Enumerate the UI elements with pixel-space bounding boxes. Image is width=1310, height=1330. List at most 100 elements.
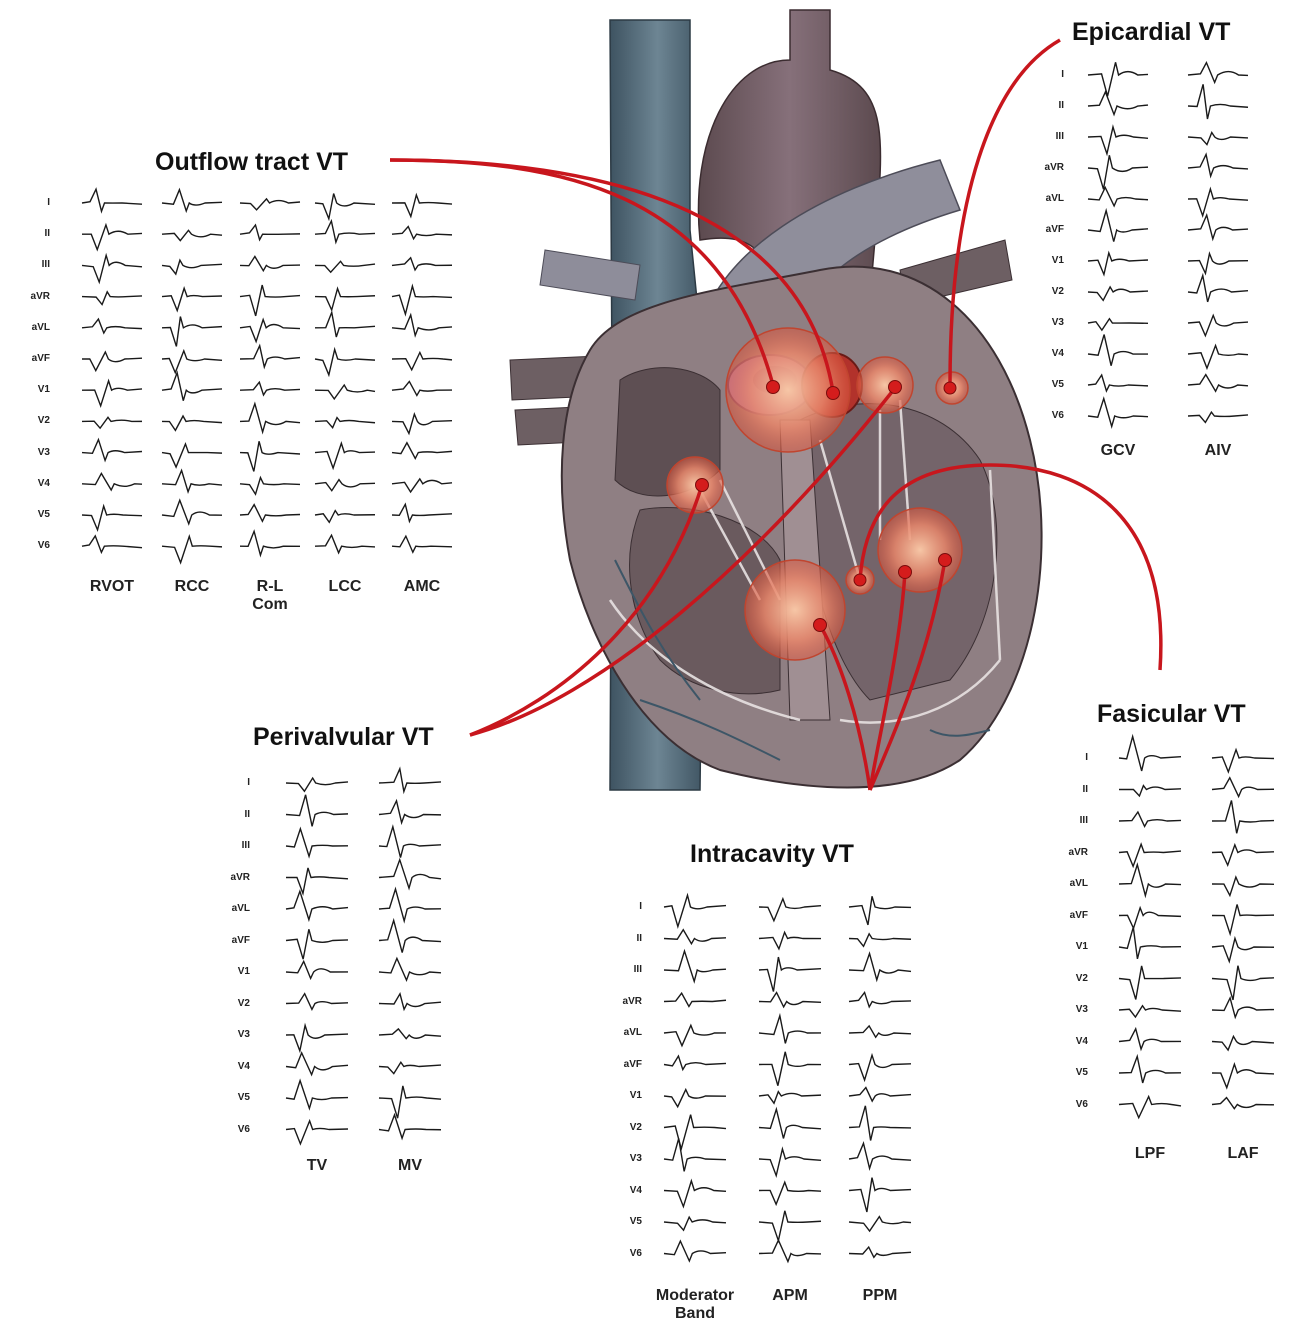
ecg-trace-outflow-3-II — [314, 218, 376, 245]
ecg-trace-outflow-0-V6 — [81, 534, 143, 555]
highlight-lcc — [856, 356, 914, 414]
lead-label-perivalvular-V5: V5 — [237, 1092, 250, 1103]
ecg-trace-perivalvular-1-III — [378, 824, 442, 858]
ecg-trace-epicardial-0-III — [1087, 124, 1149, 157]
lead-label-fasicular-V4: V4 — [1075, 1035, 1088, 1047]
lead-label-intracavity-aVL: aVL — [623, 1027, 642, 1038]
ecg-trace-outflow-2-aVF — [239, 343, 301, 370]
ecg-trace-outflow-0-V3 — [81, 437, 143, 463]
ecg-trace-perivalvular-0-aVR — [285, 867, 349, 897]
lead-label-outflow-V2: V2 — [37, 415, 50, 427]
ecg-trace-epicardial-0-aVF — [1087, 207, 1149, 242]
lead-label-outflow-V1: V1 — [37, 384, 50, 396]
lead-label-intracavity-V3: V3 — [629, 1153, 642, 1164]
ecg-trace-outflow-0-II — [81, 222, 143, 252]
lead-label-perivalvular-aVF: aVF — [231, 934, 250, 946]
ecg-trace-epicardial-1-V4 — [1187, 343, 1249, 371]
ecg-trace-perivalvular-1-V6 — [378, 1112, 442, 1141]
ecg-trace-fasicular-0-V4 — [1118, 1026, 1182, 1052]
lead-label-epicardial-aVR: aVR — [1044, 162, 1064, 173]
title-outflow: Outflow tract VT — [155, 148, 349, 176]
ecg-trace-intracavity-2-V1 — [848, 1086, 912, 1103]
ecg-trace-perivalvular-1-V1 — [378, 956, 442, 983]
ecg-trace-intracavity-2-V5 — [848, 1215, 912, 1233]
lead-label-perivalvular-V6: V6 — [237, 1123, 250, 1135]
lead-label-outflow-aVL: aVL — [31, 321, 50, 333]
ecg-trace-intracavity-0-V5 — [663, 1215, 727, 1232]
lead-label-fasicular-aVF: aVF — [1069, 909, 1088, 921]
ecg-trace-intracavity-1-III — [758, 956, 822, 992]
column-label-fasicular-0: LPF — [1134, 1145, 1166, 1162]
lead-label-fasicular-aVR: aVR — [1068, 846, 1088, 858]
ecg-trace-epicardial-0-V5 — [1087, 373, 1149, 393]
highlight-outflow — [725, 327, 851, 453]
ecg-trace-outflow-1-V4 — [161, 468, 223, 494]
column-label-outflow-2: R-L Com — [252, 578, 288, 613]
ecg-trace-intracavity-1-aVR — [758, 991, 822, 1009]
ecg-trace-outflow-0-III — [81, 252, 143, 285]
ecg-trace-fasicular-0-aVR — [1118, 842, 1182, 869]
ecg-trace-outflow-1-II — [161, 229, 223, 242]
lead-label-intracavity-II: II — [636, 932, 642, 944]
ecg-trace-outflow-4-III — [391, 256, 453, 272]
lead-label-perivalvular-V1: V1 — [237, 966, 250, 977]
ecg-trace-intracavity-2-aVL — [848, 1024, 912, 1039]
ecg-trace-perivalvular-0-II — [285, 794, 349, 827]
marker-apm — [813, 618, 827, 632]
ecg-trace-fasicular-1-aVL — [1211, 875, 1275, 898]
highlight-intracavity — [744, 559, 846, 661]
column-label-perivalvular-1: MV — [398, 1157, 422, 1174]
column-label-outflow-3: LCC — [328, 578, 362, 595]
ecg-trace-intracavity-2-V4 — [848, 1177, 912, 1213]
ecg-trace-intracavity-1-II — [758, 930, 822, 951]
ecg-trace-outflow-2-I — [239, 197, 301, 211]
ecg-trace-intracavity-0-V2 — [663, 1114, 727, 1152]
title-intracavity: Intracavity VT — [690, 840, 854, 868]
leader-epicardial — [948, 38, 1061, 386]
title-fasicular: Fasicular VT — [1097, 700, 1246, 728]
lead-label-outflow-V4: V4 — [37, 477, 50, 489]
lead-label-outflow-III: III — [41, 259, 50, 271]
ecg-trace-outflow-3-V2 — [314, 416, 376, 430]
ecg-trace-outflow-2-III — [239, 255, 301, 273]
ecg-trace-intracavity-0-II — [663, 928, 727, 946]
ecg-trace-fasicular-1-V5 — [1211, 1061, 1275, 1090]
ecg-trace-epicardial-1-III — [1187, 130, 1249, 146]
lead-label-epicardial-V5: V5 — [1051, 379, 1064, 390]
ecg-trace-perivalvular-1-V4 — [378, 1060, 442, 1075]
lead-label-fasicular-II: II — [1082, 783, 1088, 795]
leader-outflow-aortic — [389, 158, 835, 393]
ecg-trace-fasicular-1-V3 — [1211, 995, 1275, 1020]
leader-intracavity-pm2 — [868, 559, 947, 791]
leader-perivalvular-mv — [469, 386, 897, 737]
ecg-trace-outflow-4-aVR — [391, 283, 453, 317]
ecg-trace-intracavity-1-V5 — [758, 1210, 822, 1244]
ecg-trace-outflow-4-aVL — [391, 312, 453, 338]
ecg-trace-perivalvular-1-I — [378, 766, 442, 795]
ecg-trace-outflow-1-aVR — [161, 286, 223, 313]
lead-label-fasicular-III: III — [1079, 815, 1088, 826]
ecg-trace-outflow-2-V6 — [239, 529, 301, 558]
ecg-trace-perivalvular-1-V5 — [378, 1085, 442, 1119]
column-label-outflow-4: AMC — [403, 578, 441, 595]
lead-label-intracavity-V4: V4 — [629, 1184, 642, 1196]
column-label-epicardial-0: GCV — [1100, 442, 1136, 459]
column-label-intracavity-2: PPM — [862, 1287, 898, 1304]
ecg-trace-intracavity-1-aVL — [758, 1012, 822, 1044]
ecg-trace-intracavity-2-V6 — [848, 1245, 912, 1259]
ecg-trace-outflow-2-V3 — [239, 441, 301, 472]
coronary-vessels — [614, 559, 991, 761]
lead-label-epicardial-III: III — [1055, 131, 1064, 142]
ecg-trace-fasicular-0-I — [1118, 733, 1182, 772]
ecg-trace-outflow-3-V1 — [314, 383, 376, 401]
leader-intracavity-ppm — [868, 571, 907, 791]
lead-label-epicardial-V3: V3 — [1051, 317, 1064, 328]
column-label-outflow-1: RCC — [174, 578, 210, 595]
lead-label-outflow-V6: V6 — [37, 540, 50, 552]
ecg-trace-perivalvular-0-aVF — [285, 929, 349, 960]
ecg-trace-outflow-3-III — [314, 260, 376, 274]
ecg-trace-fasicular-1-V4 — [1211, 1034, 1275, 1052]
lead-label-perivalvular-V2: V2 — [237, 997, 250, 1009]
